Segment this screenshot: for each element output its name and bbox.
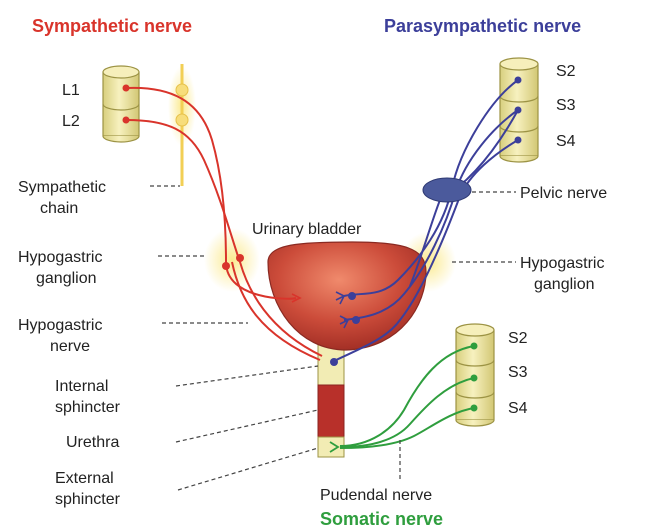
label-l1: L1 — [62, 82, 80, 99]
label-external-sphincter-1: External — [55, 470, 114, 487]
somatic-nerves — [340, 346, 474, 448]
left-ganglion-synapse-1 — [222, 262, 230, 270]
label-urinary-bladder: Urinary bladder — [252, 221, 362, 238]
s2-somatic-root — [471, 343, 478, 350]
s4-somatic-root — [471, 405, 478, 412]
sympathetic-title: Sympathetic nerve — [32, 16, 192, 36]
label-hypogastric-nerve-1: Hypogastric — [18, 317, 102, 334]
somatic-title: Somatic nerve — [320, 509, 443, 529]
label-left-hypogastric-ganglion-2: ganglion — [36, 270, 97, 287]
l1-nerve-root — [123, 85, 130, 92]
lumbar-vertebrae — [103, 66, 139, 142]
label-internal-sphincter-2: sphincter — [55, 399, 121, 416]
s3-parasympathetic-root — [515, 107, 522, 114]
pelvic-nerve-ganglion — [423, 178, 471, 202]
label-left-hypogastric-ganglion-1: Hypogastric — [18, 249, 102, 266]
label-s4-top: S4 — [556, 133, 576, 150]
l2-nerve-root — [123, 117, 130, 124]
label-internal-sphincter-1: Internal — [55, 378, 108, 395]
chain-ganglion-2 — [176, 114, 188, 126]
urethra-tube — [318, 385, 344, 437]
left-ganglion-synapse-2 — [236, 254, 244, 262]
label-s2-bottom: S2 — [508, 330, 528, 347]
label-external-sphincter-2: sphincter — [55, 491, 121, 508]
label-s3-top: S3 — [556, 97, 576, 114]
internal-sphincter — [318, 345, 344, 385]
label-l2: L2 — [62, 113, 80, 130]
label-hypogastric-nerve-2: nerve — [50, 338, 90, 355]
label-sympathetic-chain-2: chain — [40, 200, 78, 217]
s4-parasympathetic-root — [515, 137, 522, 144]
label-urethra: Urethra — [66, 434, 119, 451]
label-s4-bottom: S4 — [508, 400, 528, 417]
label-pelvic-nerve: Pelvic nerve — [520, 185, 607, 202]
label-right-hypogastric-ganglion-1: Hypogastric — [520, 255, 604, 272]
s2-parasympathetic-root — [515, 77, 522, 84]
label-sympathetic-chain-1: Sympathetic — [18, 179, 106, 196]
chain-ganglion-1 — [176, 84, 188, 96]
parasympathetic-title: Parasympathetic nerve — [384, 16, 581, 36]
label-right-hypogastric-ganglion-2: ganglion — [534, 276, 595, 293]
label-s2-top: S2 — [556, 63, 576, 80]
label-s3-bottom: S3 — [508, 364, 528, 381]
label-pudendal-nerve: Pudendal nerve — [320, 487, 432, 504]
s3-somatic-root — [471, 375, 478, 382]
